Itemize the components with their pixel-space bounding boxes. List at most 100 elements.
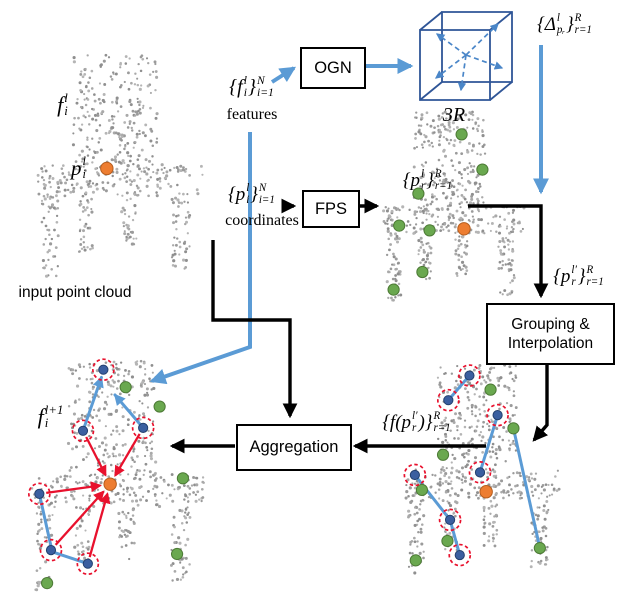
input-point-cloud — [36, 53, 204, 278]
fps-sample-dot — [455, 128, 468, 141]
fps-sample-dot — [170, 547, 184, 561]
grouping-link-line — [113, 393, 145, 430]
fps-sample-dot — [409, 554, 422, 567]
neighbor-point-dot — [444, 514, 456, 525]
grouping-region-circle — [486, 403, 509, 427]
arrow-sampled-to-grouping — [468, 204, 549, 299]
fps-sample-dot — [476, 163, 489, 176]
grouping-region-circle — [27, 482, 51, 506]
grouping-region-circle — [438, 508, 462, 532]
aggregation-arrow — [46, 481, 102, 495]
fps-sample-dot — [441, 534, 454, 548]
grouping-label-line2: Interpolation — [507, 335, 594, 352]
offset-vector-arrows — [434, 23, 504, 92]
ogn-box: OGN — [300, 47, 366, 89]
grouping-region-circle — [403, 463, 427, 487]
caption-features: features — [226, 106, 278, 123]
neighbor-point-dot — [409, 469, 420, 481]
aggregation-arrow — [88, 492, 111, 558]
ogn-label: OGN — [314, 58, 352, 77]
aggregation-box: Aggregation — [236, 424, 352, 471]
fps-sample-dot — [176, 472, 189, 485]
arrow-coordinates-to-aggregation — [211, 240, 298, 419]
offset-vector-icon — [434, 54, 467, 79]
fps-sample-dot — [423, 224, 436, 237]
grouped-cloud — [403, 363, 561, 575]
fps-sample-dot — [41, 577, 54, 590]
grouping-region-circle — [448, 543, 472, 567]
fps-sample-dot — [416, 265, 429, 279]
fps-sample-dot — [412, 187, 425, 200]
neighbor-point-dot — [454, 549, 465, 561]
cube-front-face — [419, 29, 491, 101]
aggregation-arrow — [85, 436, 107, 477]
fps-sample-dot — [436, 448, 450, 461]
neighbor-point-dot — [443, 395, 454, 406]
neighbor-point-dot — [82, 558, 93, 569]
grouping-link-line — [51, 550, 90, 566]
caption-coordinates: coordinates — [225, 212, 299, 229]
grouping-link-line — [448, 518, 462, 557]
fps-sample-dot — [507, 422, 520, 435]
fps-label: FPS — [314, 199, 348, 218]
neighbor-point-dot — [45, 545, 57, 556]
label-three-r: 3R — [442, 103, 466, 126]
offset-vector-icon — [435, 33, 467, 56]
arrow-grouping-to-grouped-cloud — [532, 361, 549, 442]
fps-sample-dot — [119, 381, 132, 394]
fps-sampled-cloud — [382, 110, 526, 302]
neighbor-point-dot — [492, 410, 503, 421]
offset-vector-icon — [465, 23, 499, 56]
neighbor-point-dot — [34, 488, 45, 499]
query-point-dot — [479, 485, 493, 499]
neighbor-point-dot — [138, 422, 149, 433]
point-clouds-layer — [27, 53, 561, 592]
query-point-dot — [457, 222, 471, 236]
query-point-dot — [100, 161, 114, 176]
aggregated-cloud — [27, 358, 205, 592]
arrow-features-to-output-cloud — [149, 132, 252, 385]
grouping-region-circle — [92, 358, 115, 382]
neighbor-point-dot — [464, 370, 475, 381]
grouping-interpolation-box: Grouping & Interpolation — [486, 303, 615, 365]
grouping-link-line — [413, 473, 452, 522]
grouping-region-circle — [76, 552, 100, 576]
grouping-label-line1: Grouping & — [511, 315, 590, 333]
fps-sample-dot — [415, 483, 429, 497]
cube-connect-edges — [419, 11, 513, 101]
fps-sample-dot — [484, 383, 497, 396]
aggregation-arrow — [114, 433, 141, 477]
query-point-dot — [103, 477, 117, 491]
cube-back-face — [441, 11, 513, 83]
fps-sample-dot — [533, 541, 546, 555]
fps-box: FPS — [302, 190, 360, 228]
neighbor-point-dot — [77, 425, 89, 436]
fps-sample-dot — [153, 400, 166, 413]
offset-vector-icon — [465, 54, 504, 70]
offset-vector-icon — [457, 54, 467, 92]
fps-sample-dot — [393, 219, 406, 232]
aggregation-label: Aggregation — [249, 438, 339, 457]
grouping-link-line — [446, 374, 471, 402]
arrow-features-to-ogn — [270, 66, 297, 84]
neighbor-point-dot — [98, 364, 109, 375]
grouping-link-line — [81, 375, 104, 433]
caption-input-point-cloud: input point cloud — [18, 284, 132, 301]
aggregation-arrow — [54, 490, 105, 546]
grouping-region-circle — [436, 388, 460, 412]
neighbor-point-dot — [474, 467, 486, 478]
offset-cube — [419, 11, 513, 101]
grouping-link-line — [511, 426, 542, 550]
fps-sample-dot — [387, 283, 400, 296]
